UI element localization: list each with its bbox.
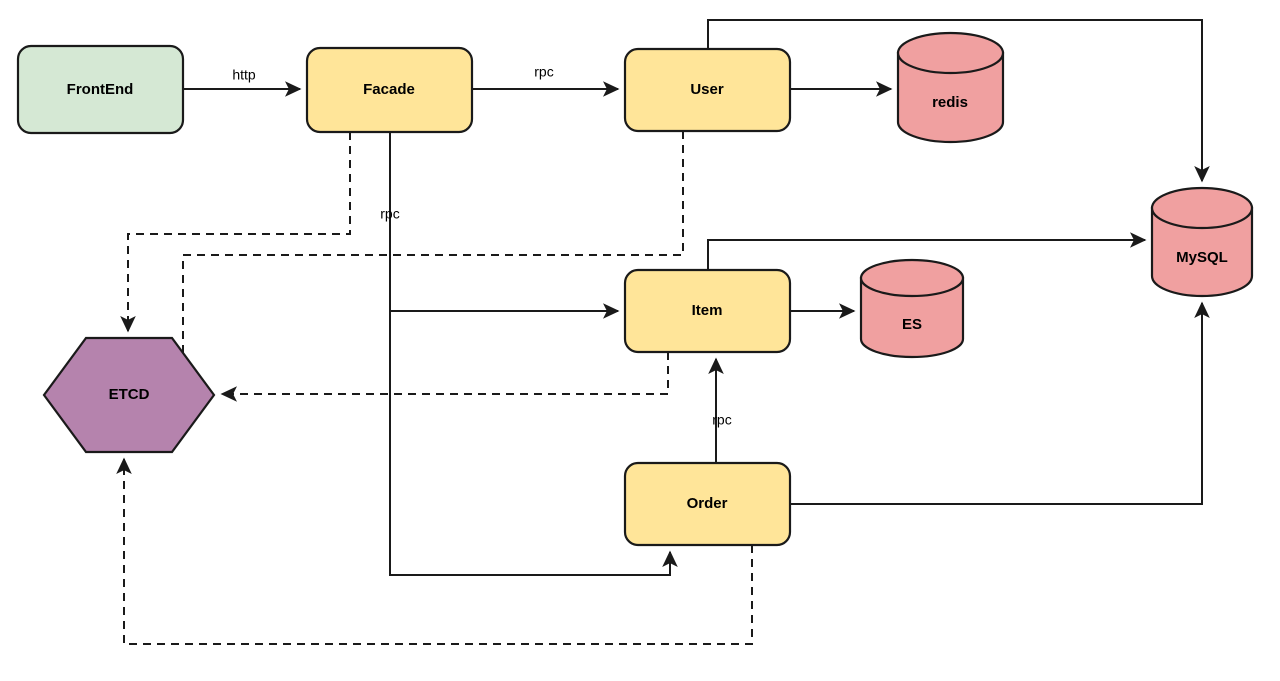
redis-cylinder-top [896,31,1005,75]
edge-label-http: http [232,67,256,83]
item-box[interactable] [623,268,792,354]
etcd-label: ETCD [109,386,150,403]
user-box[interactable] [623,47,792,133]
node-user[interactable]: User [623,47,792,133]
edge-user-to-mysql [707,19,1210,183]
facade-label: Facade [363,81,415,98]
item-label: Item [692,302,723,319]
edge-facade-to-etcd [120,132,351,333]
es-cylinder-top [859,258,965,298]
order-box[interactable] [623,461,792,547]
edge-label-rpc-facade-user: rpc [534,64,553,80]
user-label: User [690,81,724,98]
edge-user-to-etcd [175,131,684,384]
frontend-label: FrontEnd [67,81,134,98]
mysql-cylinder-body[interactable] [1150,206,1254,298]
edge-frontend-to-facade: http [183,67,302,97]
edge-order-to-mysql [790,301,1210,505]
edge-facade-to-order [389,311,678,576]
node-es[interactable]: ES [859,258,965,359]
node-mysql[interactable]: MySQL [1150,186,1254,298]
edge-item-to-mysql [707,232,1147,270]
order-label: Order [687,495,728,512]
node-etcd[interactable]: ETCD [42,336,216,454]
mysql-label: MySQL [1176,249,1228,266]
node-item[interactable]: Item [623,268,792,354]
edge-order-to-item: rpc [708,357,732,463]
mysql-cylinder-top [1150,186,1254,230]
edge-order-to-etcd [116,457,753,645]
es-label: ES [902,316,922,333]
edge-facade-to-user: rpc [472,64,620,97]
node-order[interactable]: Order [623,461,792,547]
es-cylinder-body[interactable] [859,276,965,359]
node-facade[interactable]: Facade [305,46,474,134]
redis-cylinder-body[interactable] [896,51,1005,144]
edge-facade-to-item: rpc [380,132,620,319]
edge-label-rpc-facade-item: rpc [380,206,399,222]
frontend-box[interactable] [16,44,185,135]
edge-item-to-etcd [220,352,669,402]
facade-box[interactable] [305,46,474,134]
node-redis[interactable]: redis [896,31,1005,144]
redis-label: redis [932,94,968,111]
node-frontend[interactable]: FrontEnd [16,44,185,135]
edge-label-rpc-order-item: rpc [712,412,731,428]
etcd-hexagon[interactable] [42,336,216,454]
